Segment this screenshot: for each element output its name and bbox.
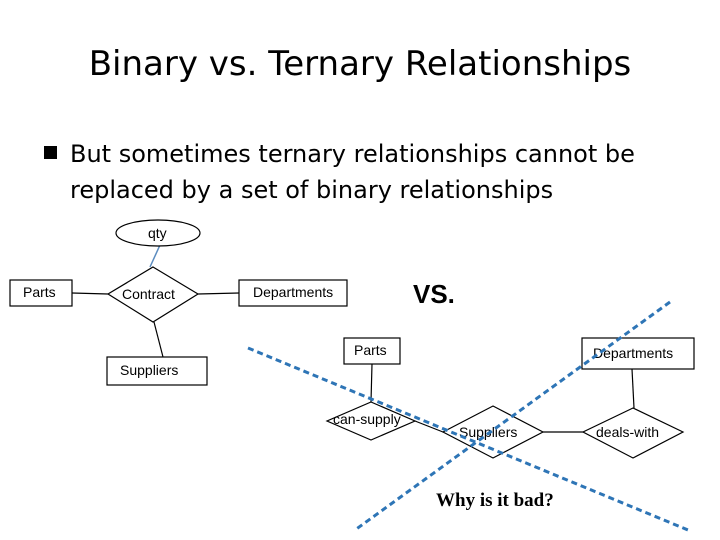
qty-connector	[149, 244, 161, 268]
suppliers-weak-entity-diamond	[441, 405, 545, 459]
vs-label: VS.	[413, 279, 455, 309]
can-supply-relationship-diamond	[325, 401, 417, 441]
contract-relationship-diamond	[106, 266, 200, 323]
parts-cansupply-connector	[370, 363, 373, 403]
parts-contract-connector	[71, 292, 109, 295]
ternary-parts-entity	[9, 279, 73, 307]
can-supply-label: can-supply	[333, 411, 401, 427]
ternary-departments-label: Departments	[253, 284, 333, 300]
ternary-connectors	[71, 244, 240, 358]
deals-with-relationship-diamond	[581, 407, 685, 459]
binary-connectors	[370, 363, 635, 433]
qty-label: qty	[148, 225, 167, 241]
binary-departments-entity	[581, 337, 695, 370]
ternary-departments-entity	[238, 279, 348, 307]
cansupply-suppliers-connector	[414, 420, 444, 433]
qty-attribute-ellipse	[115, 219, 201, 247]
bullet-point: But sometimes ternary relationships cann…	[44, 136, 704, 208]
bullet-text: But sometimes ternary relationships cann…	[70, 140, 635, 204]
contract-suppliers-connector	[153, 321, 164, 358]
contract-departments-connector	[197, 292, 240, 295]
ternary-suppliers-entity	[106, 356, 208, 386]
ternary-parts-label: Parts	[23, 284, 56, 300]
why-bad-question: Why is it bad?	[436, 490, 554, 511]
binary-parts-entity	[343, 337, 401, 365]
contract-label: Contract	[122, 286, 175, 302]
deals-with-label: deals-with	[596, 424, 659, 440]
binary-parts-label: Parts	[354, 342, 387, 358]
cross-out-line-2	[354, 300, 671, 532]
binary-departments-label: Departments	[593, 345, 673, 361]
ternary-suppliers-label: Suppliers	[120, 362, 178, 378]
dealswith-departments-connector	[631, 368, 635, 409]
slide-title: Binary vs. Ternary Relationships	[88, 44, 632, 84]
bullet-square-icon	[44, 146, 57, 159]
